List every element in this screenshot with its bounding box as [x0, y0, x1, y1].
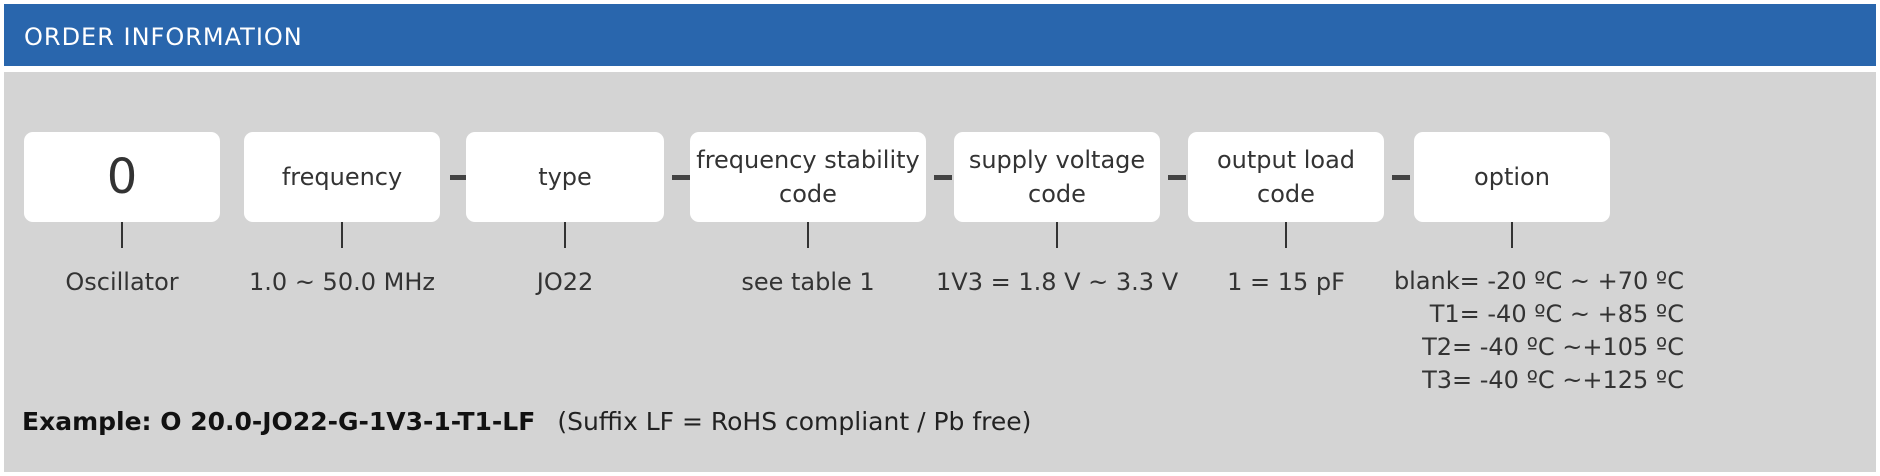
supply-voltage-desc: 1V3 = 1.8 V ~ 3.3 V [936, 268, 1179, 296]
supply-voltage-label-line1: supply voltage [968, 146, 1146, 174]
frequency-range-desc: 1.0 ~ 50.0 MHz [249, 268, 435, 296]
supply-voltage-label-line2: code [1028, 180, 1086, 208]
option-value: = -20 ºC ~ +70 ºC [1459, 267, 1684, 295]
example-label: Example: O 20.0-JO22-G-1V3-1-T1-LF [22, 407, 536, 436]
connector-tick [807, 222, 809, 248]
order-code-panel: 0 frequency type frequency stability cod… [4, 72, 1876, 472]
option-row: T1 = -40 ºC ~ +85 ºC [1384, 298, 1684, 331]
option-key: T3 [1422, 366, 1453, 394]
option-value: = -40 ºC ~ +85 ºC [1459, 300, 1684, 328]
frequency-label: frequency [281, 163, 403, 191]
example-line: Example: O 20.0-JO22-G-1V3-1-T1-LF (Suffi… [22, 407, 1031, 436]
frequency-stability-label-line2: code [779, 180, 837, 208]
connector-tick [1285, 222, 1287, 248]
oscillator-code-value: 0 [106, 149, 138, 205]
oscillator-code-box: 0 [24, 132, 220, 222]
section-header: ORDER INFORMATION [4, 4, 1876, 66]
option-key: T2 [1422, 333, 1453, 361]
connector-tick [564, 222, 566, 248]
option-row: blank = -20 ºC ~ +70 ºC [1384, 265, 1684, 298]
output-load-label-line2: code [1257, 180, 1315, 208]
option-box: option [1414, 132, 1610, 222]
frequency-stability-box: frequency stability code [690, 132, 926, 222]
option-row: T2 = -40 ºC ~+105 ºC [1384, 331, 1684, 364]
oscillator-desc: Oscillator [65, 268, 179, 296]
frequency-box: frequency [244, 132, 440, 222]
section-title: ORDER INFORMATION [24, 23, 303, 51]
connector-tick [341, 222, 343, 248]
output-load-desc: 1 = 15 pF [1227, 268, 1345, 296]
option-value: = -40 ºC ~+125 ºC [1452, 366, 1684, 394]
example-note: (Suffix LF = RoHS compliant / Pb free) [557, 407, 1032, 436]
option-key: blank [1393, 267, 1460, 295]
output-load-label-line1: output load [1216, 146, 1356, 174]
option-value: = -40 ºC ~+105 ºC [1452, 333, 1684, 361]
option-label: option [1474, 163, 1550, 191]
separator-dash [934, 175, 952, 180]
separator-dash [450, 175, 468, 180]
type-desc: JO22 [536, 268, 594, 296]
option-list: blank = -20 ºC ~ +70 ºC T1 = -40 ºC ~ +8… [1384, 265, 1684, 397]
type-box: type [466, 132, 664, 222]
connector-tick [1056, 222, 1058, 248]
connector-tick [1511, 222, 1513, 248]
frequency-stability-desc: see table 1 [741, 268, 875, 296]
separator-dash [1392, 175, 1410, 180]
option-row: T3 = -40 ºC ~+125 ºC [1384, 364, 1684, 397]
frequency-stability-label-line1: frequency stability [696, 146, 920, 174]
type-label: type [538, 163, 592, 191]
separator-dash [672, 175, 690, 180]
output-load-box: output load code [1188, 132, 1384, 222]
connector-tick [121, 222, 123, 248]
option-key: T1 [1429, 300, 1460, 328]
separator-dash [1168, 175, 1186, 180]
supply-voltage-box: supply voltage code [954, 132, 1160, 222]
